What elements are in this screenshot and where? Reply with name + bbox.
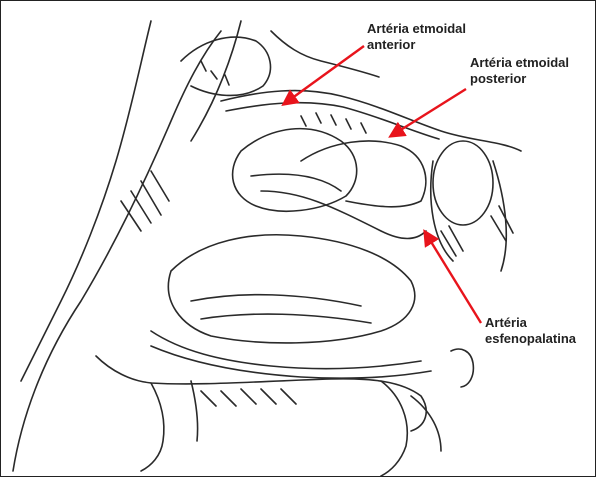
label-anterior-line1: Artéria etmoidal xyxy=(367,21,466,37)
annotation-arrows xyxy=(284,46,481,323)
arrow-esfenopalatina xyxy=(425,232,481,323)
sketch-outlines xyxy=(13,21,521,476)
label-arteria-esfenopalatina: Artéria esfenopalatina xyxy=(485,315,576,347)
label-posterior-line1: Artéria etmoidal xyxy=(470,55,569,71)
label-esfeno-line1: Artéria xyxy=(485,315,576,331)
label-anterior-line2: anterior xyxy=(367,37,466,53)
label-arteria-etmoidal-anterior: Artéria etmoidal anterior xyxy=(367,21,466,53)
label-posterior-line2: posterior xyxy=(470,71,569,87)
arrow-anterior xyxy=(284,46,364,104)
label-esfeno-line2: esfenopalatina xyxy=(485,331,576,347)
label-arteria-etmoidal-posterior: Artéria etmoidal posterior xyxy=(470,55,569,87)
arrow-posterior xyxy=(391,89,466,136)
